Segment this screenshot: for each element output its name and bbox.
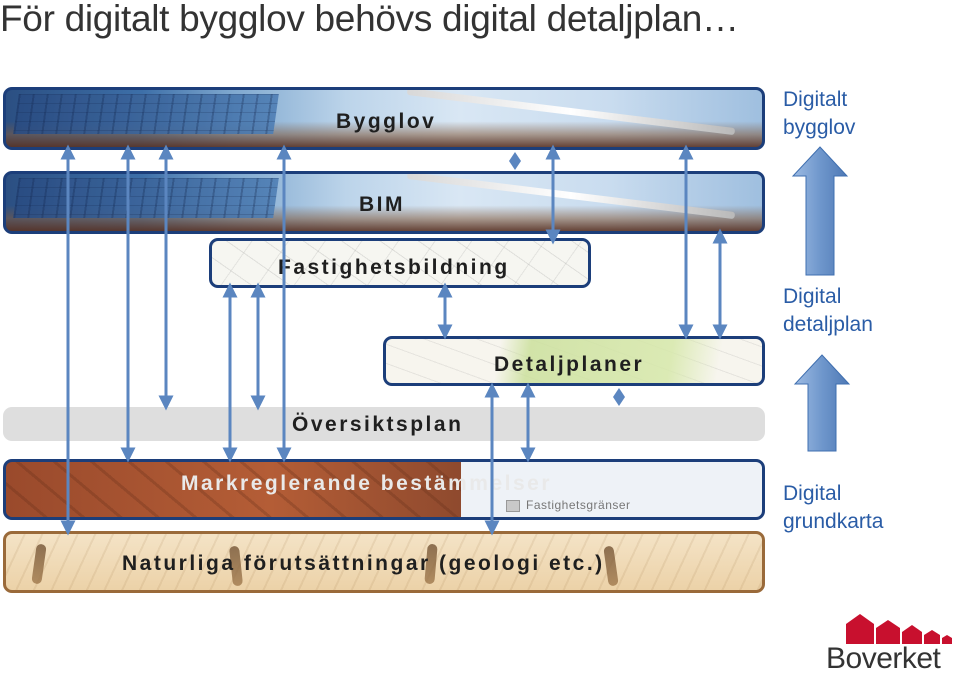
fastighetsbildning-band: Fastighetsbildning [209,238,591,288]
detaljplaner-band: Detaljplaner [383,336,765,386]
detaljplaner-label: Detaljplaner [494,353,645,376]
side-label-line: detaljplan [783,313,873,336]
up-arrow-icon [791,146,849,276]
oversiktsplan-label: Översiktsplan [292,413,464,436]
side-label-line: Digital [783,482,842,505]
naturliga-label: Naturliga förutsättningar (geologi etc.) [122,552,605,575]
bygglov-band: Bygglov [3,87,765,150]
boverket-roofs-icon [846,614,952,644]
side-label-line: Digitalt [783,88,848,111]
markreglerande-band: Fastighetsgränser Markreglerande bestämm… [3,459,765,520]
side-label-line: grundkarta [783,510,884,533]
digitalt-bygglov-label: Digitalt bygglov [783,86,855,142]
legend-swatch [506,499,520,512]
digital-detaljplan-label: Digital detaljplan [783,283,873,339]
boverket-logo: Boverket [826,610,956,676]
map-legend: Fastighetsgränser [506,498,631,512]
fastighetsbildning-label: Fastighetsbildning [278,256,510,279]
map-legend-label: Fastighetsgränser [526,498,631,512]
naturliga-band: Naturliga förutsättningar (geologi etc.) [3,531,765,593]
small-diamond-arrow [509,152,521,170]
side-label-line: Digital [783,285,842,308]
side-label-line: bygglov [783,116,856,139]
slide-title: För digitalt bygglov behövs digital deta… [0,0,739,39]
small-diamond-arrow [613,388,625,406]
markreglerande-label: Markreglerande bestämmelser [181,472,552,495]
boverket-logo-text: Boverket [826,642,941,675]
bygglov-label: Bygglov [336,110,437,133]
digital-grundkarta-label: Digital grundkarta [783,480,883,536]
up-arrow-icon [793,354,851,452]
bim-label: BIM [359,193,405,216]
